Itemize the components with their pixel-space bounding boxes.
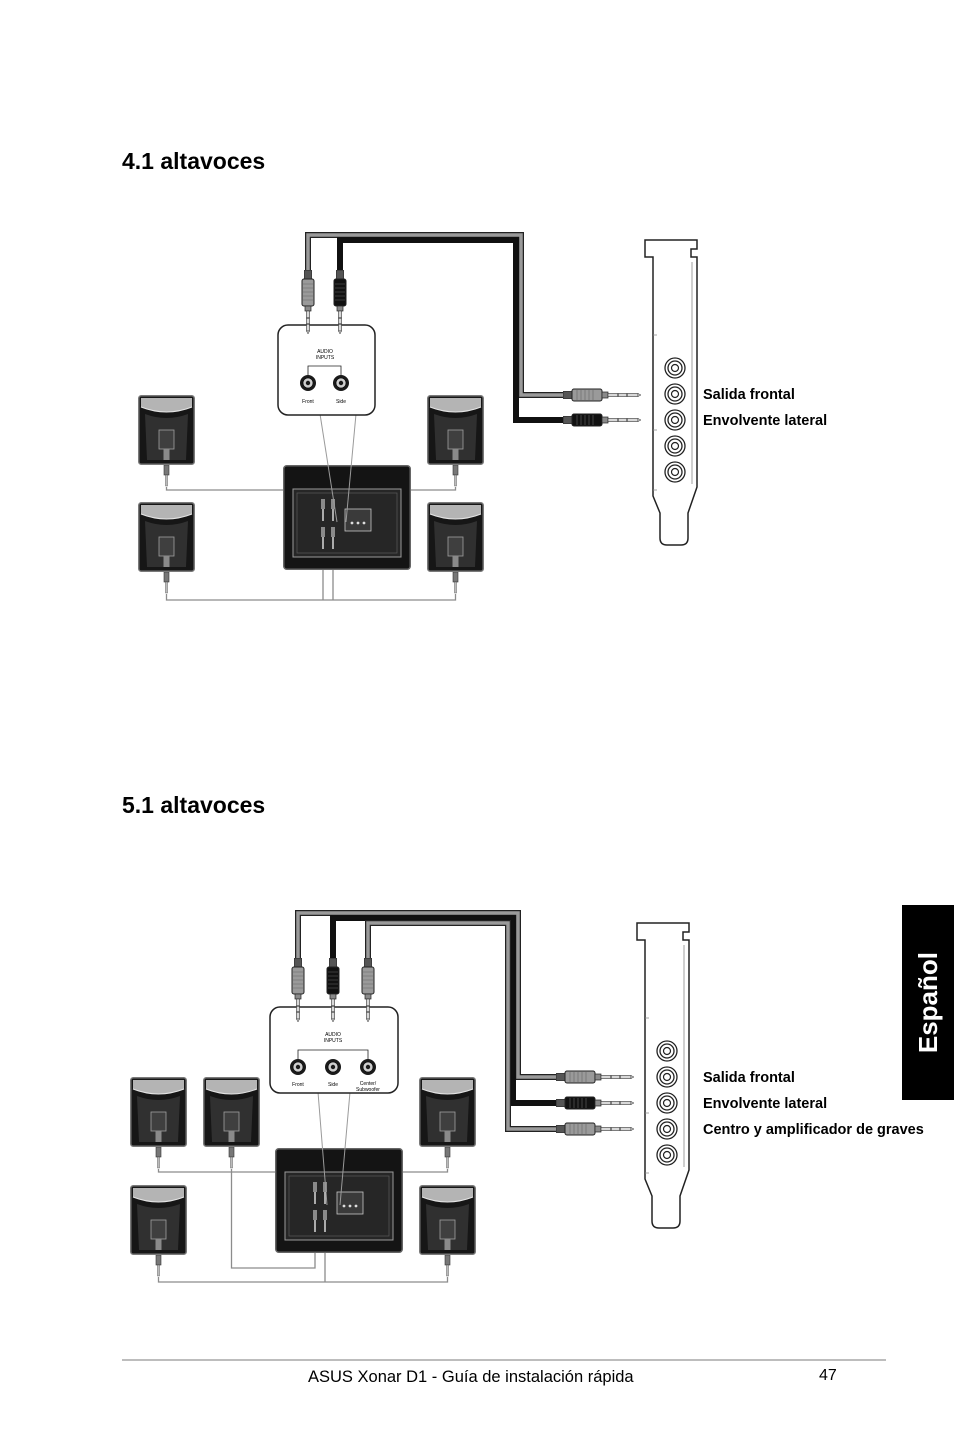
card-jack-front-out: [656, 1066, 678, 1088]
callout-line: [345, 413, 357, 523]
panel-heading-line1: AUDIO: [317, 349, 333, 355]
speaker-plug: [452, 465, 459, 487]
speaker-plug: [452, 572, 459, 594]
speaker-upper-right: [419, 1077, 476, 1147]
card-jack-1: [664, 357, 686, 379]
speaker-lower-left: [138, 502, 195, 572]
plug-center-output: [556, 1122, 634, 1136]
bracket-detail-lines: [653, 262, 693, 491]
output-label-center-subwoofer: Centro y amplificador de graves: [703, 1122, 924, 1138]
speaker-plug: [155, 1147, 162, 1169]
cable-center: [366, 921, 560, 1131]
speaker-upper-left: [138, 395, 195, 465]
plug-side-output: [556, 1096, 634, 1110]
panel-frame: [277, 324, 376, 416]
sound-card-bracket: [644, 239, 698, 546]
callout-lines: [317, 1091, 351, 1206]
speaker-plug: [228, 1147, 235, 1169]
cables: [295, 910, 560, 1132]
speaker-plug: [163, 572, 170, 594]
sound-card-bracket: [636, 922, 690, 1229]
output-label-front: Salida frontal: [703, 387, 795, 403]
speaker-plug: [155, 1255, 162, 1277]
cables: [305, 232, 565, 423]
panel-heading-line2: INPUTS: [316, 355, 335, 361]
footer-title: ASUS Xonar D1 - Guía de instalación rápi…: [308, 1368, 634, 1386]
cable-front: [306, 233, 565, 397]
input-jack-label: Front: [292, 1082, 304, 1088]
speaker-lower-right: [419, 1185, 476, 1255]
bracket-detail-lines: [645, 945, 685, 1174]
audio-inputs-panel: AUDIO INPUTS Front Side Center/ Subwoofe…: [269, 1006, 399, 1094]
speaker-upper-right: [427, 395, 484, 465]
section-title-4-1: 4.1 altavoces: [122, 148, 266, 174]
input-jack-front: [289, 1058, 307, 1076]
footer-divider: [122, 1359, 886, 1361]
card-jack-center-out: [656, 1118, 678, 1140]
card-jack-side-out: [656, 1092, 678, 1114]
card-jack-side-out: [664, 409, 686, 431]
cable-side: [338, 238, 565, 422]
card-jack-5: [664, 461, 686, 483]
input-jack-center-subwoofer: [359, 1058, 377, 1076]
output-label-side: Envolvente lateral: [703, 413, 828, 429]
plug-front-output: [563, 388, 641, 402]
wire-lower-speakers: [165, 594, 457, 601]
panel-bracket-line: [307, 365, 342, 375]
callout-lines: [319, 413, 357, 523]
wire-center-speaker: [230, 1169, 316, 1269]
plug-front-output: [556, 1070, 634, 1084]
wire-lower-speakers: [157, 1277, 449, 1283]
input-jack-front: [299, 374, 317, 392]
callout-line: [339, 1091, 351, 1206]
panel-bracket-line: [297, 1049, 369, 1059]
language-tab-label: Español: [912, 951, 943, 1054]
panel-heading-line2: INPUTS: [324, 1038, 343, 1044]
language-tab: Español: [902, 905, 954, 1100]
input-jack-label: Side: [328, 1082, 338, 1088]
speaker-plug: [163, 465, 170, 487]
cable-front: [296, 911, 560, 1079]
callout-line: [319, 413, 338, 523]
diagram-4-1-speaker-connection: AUDIO INPUTS Front Side: [138, 232, 698, 601]
subwoofer-unit: [283, 465, 411, 570]
output-label-front: Salida frontal: [703, 1070, 795, 1086]
speaker-plug: [444, 1147, 451, 1169]
cable-side: [331, 916, 560, 1105]
section-title-5-1: 5.1 altavoces: [122, 792, 266, 818]
input-jack-side: [324, 1058, 342, 1076]
input-jack-label: Center/: [360, 1081, 377, 1087]
page-number: 47: [819, 1367, 837, 1384]
speaker-plug: [444, 1255, 451, 1277]
speaker-lower-left: [130, 1185, 187, 1255]
input-jack-label: Front: [302, 399, 314, 405]
panel-heading-line1: AUDIO: [325, 1032, 341, 1038]
input-jack-label: Subwoofer: [356, 1087, 380, 1093]
input-jack-side: [332, 374, 350, 392]
callout-line: [317, 1091, 328, 1206]
subwoofer-unit: [275, 1148, 403, 1253]
card-jack-1: [656, 1040, 678, 1062]
speaker-center: [203, 1077, 260, 1147]
audio-inputs-panel: AUDIO INPUTS Front Side: [277, 324, 376, 416]
output-label-side: Envolvente lateral: [703, 1096, 828, 1112]
plug-side-output: [563, 413, 641, 427]
speaker-lower-right: [427, 502, 484, 572]
input-jack-label: Side: [336, 399, 346, 405]
diagram-5-1-speaker-connection: AUDIO INPUTS Front Side Center/ Subwoofe…: [130, 910, 690, 1283]
card-jack-4: [664, 435, 686, 457]
card-jack-front-out: [664, 383, 686, 405]
speaker-upper-left: [130, 1077, 187, 1147]
card-jack-5: [656, 1144, 678, 1166]
